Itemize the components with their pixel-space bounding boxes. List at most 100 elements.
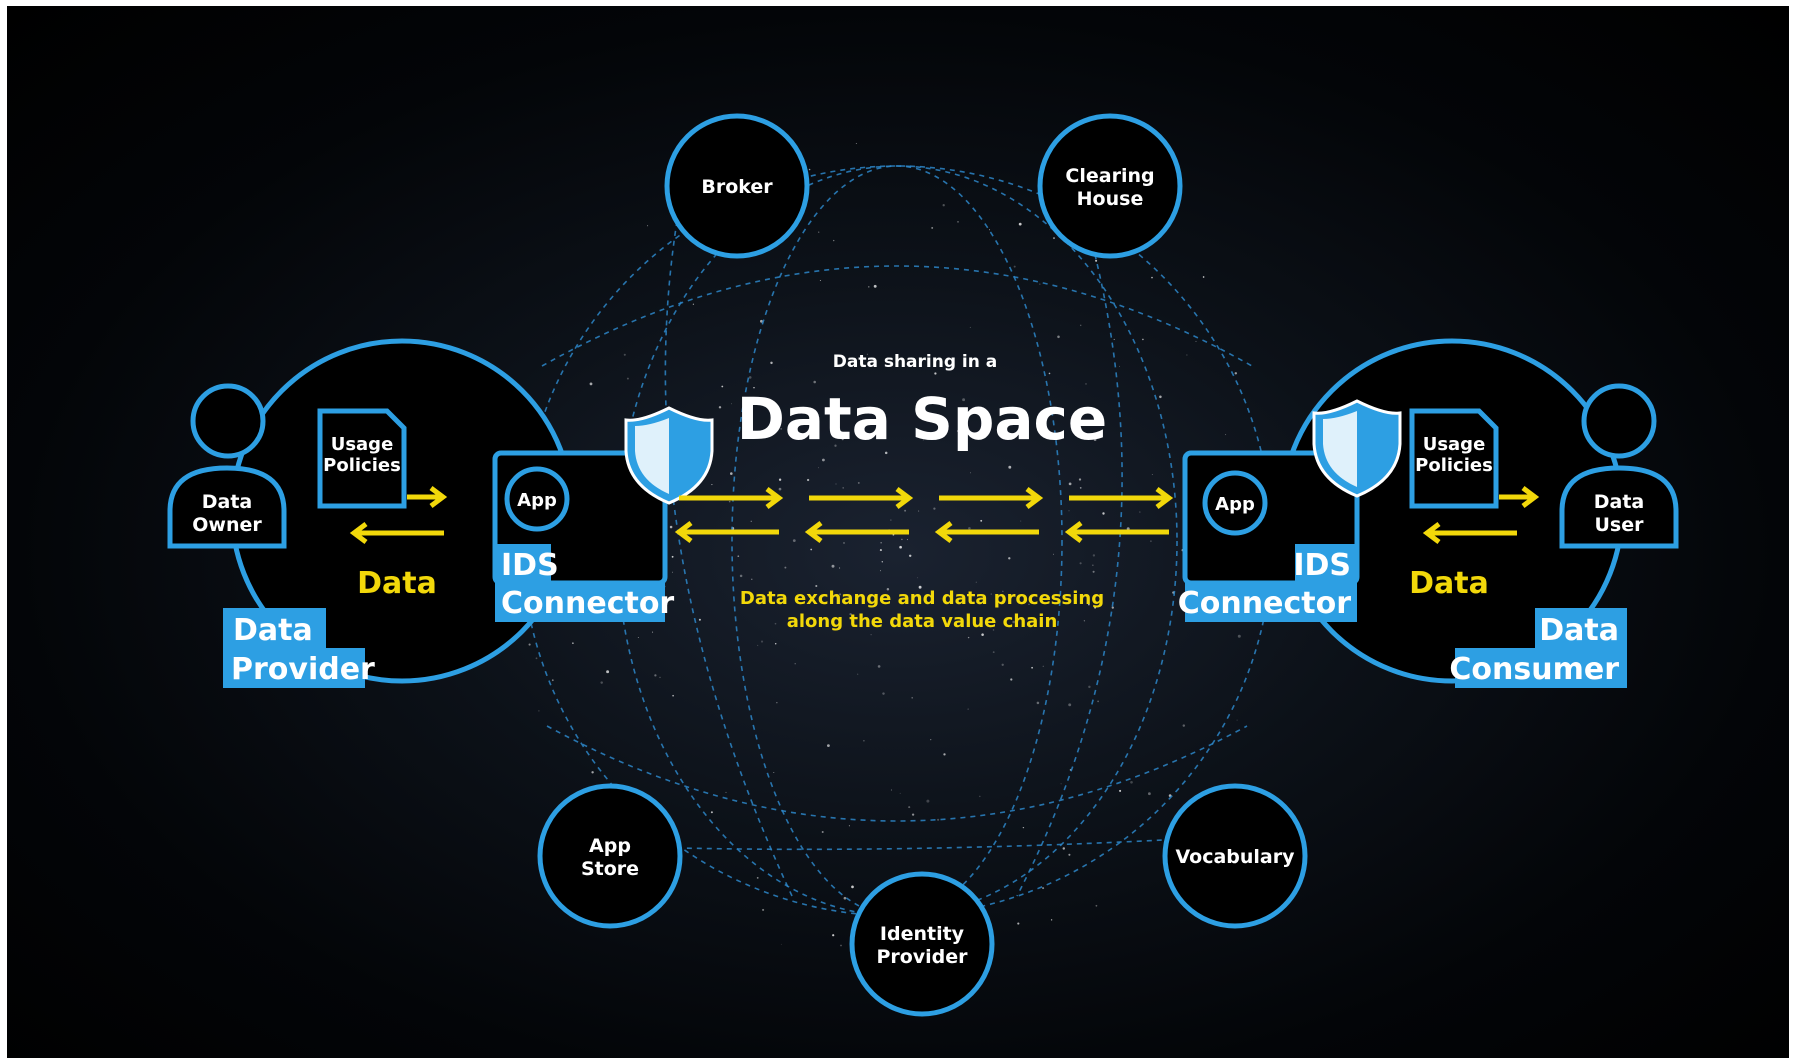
exchange-arrow-left-head	[804, 521, 823, 543]
star	[857, 481, 860, 484]
star	[710, 811, 713, 814]
exchange-arrow-left-head	[934, 521, 953, 543]
star	[1020, 520, 1022, 522]
star	[835, 483, 837, 485]
data-provider-badge: Data Provider	[223, 608, 375, 688]
star	[1036, 701, 1040, 705]
star	[538, 710, 540, 712]
broker-node: Broker	[664, 113, 810, 259]
star	[647, 225, 649, 227]
consumer-data-label: Data	[1409, 566, 1489, 601]
provider-policies-line2: Policies	[323, 455, 401, 476]
globe-meridian-outer	[616, 165, 1178, 917]
star	[892, 534, 895, 536]
star	[774, 643, 777, 645]
star	[671, 555, 674, 558]
star	[671, 571, 673, 573]
star	[637, 637, 639, 639]
provider-badge-bottom	[223, 648, 365, 688]
star	[841, 438, 844, 441]
star	[918, 585, 922, 589]
star	[822, 458, 825, 462]
title-subtitle: Data sharing in a	[833, 352, 998, 372]
star	[839, 593, 841, 596]
star	[1008, 557, 1011, 560]
exchange-arrow-right-head	[895, 487, 914, 509]
clearing-house-node: Clearing House	[1037, 113, 1183, 259]
provider-connector-line1: IDS	[501, 548, 559, 583]
consumer-badge-line1: Data	[1539, 613, 1619, 648]
consumer-badge-bottom	[1455, 648, 1627, 688]
star	[1186, 354, 1188, 356]
app-store-line2: Store	[581, 858, 639, 880]
star	[808, 168, 811, 171]
star	[969, 326, 971, 328]
star	[827, 744, 830, 747]
star	[1119, 789, 1122, 792]
star	[1085, 383, 1087, 385]
star	[1042, 665, 1044, 667]
star	[884, 451, 888, 455]
star	[1151, 474, 1153, 476]
data-owner-head	[190, 383, 266, 459]
star	[810, 548, 813, 551]
star	[659, 676, 661, 679]
data-user-line1: Data	[1594, 491, 1645, 513]
clearing-house-line1: Clearing	[1065, 165, 1154, 187]
star	[911, 696, 914, 699]
star	[843, 542, 845, 544]
data-space-diagram: Data Owner Usage Policies Data Data Prov…	[167, 113, 1679, 1017]
star	[917, 577, 919, 579]
consumer-ids-connector: App IDS Connector	[1178, 450, 1360, 622]
star	[1094, 606, 1097, 609]
star	[1057, 335, 1060, 339]
provider-connector-badge-top	[495, 544, 551, 582]
star	[757, 644, 759, 646]
star	[721, 385, 724, 388]
provider-connector-badge-bottom	[495, 582, 665, 622]
star	[760, 640, 764, 643]
star	[698, 618, 701, 621]
data-user-head	[1581, 383, 1657, 459]
star	[1088, 603, 1090, 606]
app-store-line1: App	[589, 835, 631, 857]
star	[1088, 685, 1091, 689]
provider-arrow-right-head	[429, 486, 448, 508]
star	[904, 509, 907, 512]
provider-policies-line1: Usage	[331, 434, 394, 455]
star	[737, 555, 740, 558]
star	[1119, 365, 1120, 367]
star	[1031, 666, 1033, 669]
globe-arc-left	[664, 220, 793, 897]
star	[880, 542, 882, 544]
star	[866, 353, 868, 355]
provider-ids-connector: App IDS Connector	[492, 450, 674, 622]
star	[1095, 259, 1098, 262]
star	[1013, 265, 1016, 268]
star	[780, 428, 783, 430]
star	[839, 567, 841, 569]
star	[899, 545, 902, 549]
star	[792, 539, 796, 542]
star	[1225, 434, 1227, 436]
star	[794, 663, 796, 665]
star	[1068, 482, 1072, 486]
star	[1092, 564, 1094, 566]
title-main: Data Space	[737, 385, 1108, 453]
consumer-policies-line2: Policies	[1415, 455, 1493, 476]
star	[1234, 372, 1238, 375]
app-store-circle	[537, 783, 683, 929]
star	[979, 795, 981, 798]
star	[926, 799, 930, 803]
star	[606, 670, 610, 674]
star	[818, 467, 819, 469]
broker-circle	[664, 113, 810, 259]
star	[840, 944, 842, 947]
star	[1052, 553, 1055, 555]
star	[1102, 512, 1105, 515]
data-user-body	[1559, 465, 1679, 549]
star	[937, 818, 940, 821]
vocabulary-label: Vocabulary	[1175, 846, 1295, 868]
star	[962, 398, 966, 402]
star	[774, 622, 777, 625]
